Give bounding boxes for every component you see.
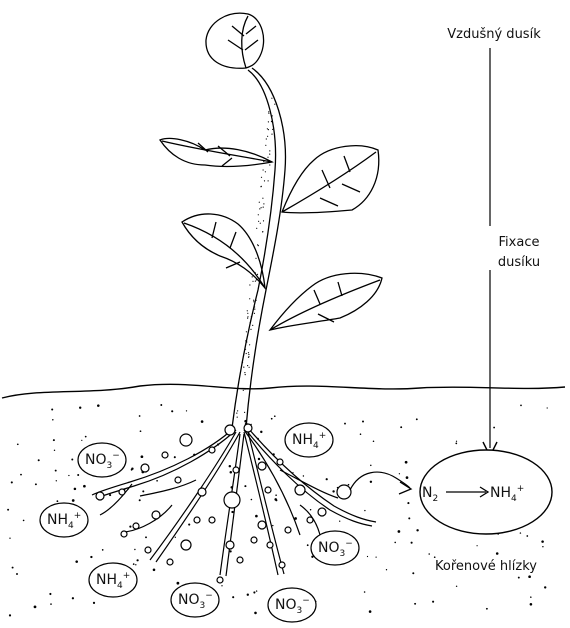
ion-0: NO3− <box>78 443 126 477</box>
label-fixation-line1: Fixace <box>499 235 540 250</box>
leaf-top <box>206 13 264 68</box>
ion-3: NO3− <box>311 531 359 565</box>
ion-1: NH4+ <box>285 423 333 457</box>
ion-5: NO3− <box>171 583 219 617</box>
soil-surface-line <box>2 384 565 398</box>
ion-4: NH4+ <box>89 563 137 597</box>
label-root-nodules: Kořenové hlízky <box>435 559 537 574</box>
ion-2: NH4+ <box>40 503 88 537</box>
plant-stem <box>232 68 285 428</box>
plant-leaves <box>160 13 382 330</box>
nodule-connector-arrow <box>350 472 410 490</box>
ion-6: NO3− <box>268 588 316 622</box>
label-air-nitrogen: Vzdušný dusík <box>447 27 541 42</box>
label-fixation-line2: dusíku <box>498 255 540 270</box>
